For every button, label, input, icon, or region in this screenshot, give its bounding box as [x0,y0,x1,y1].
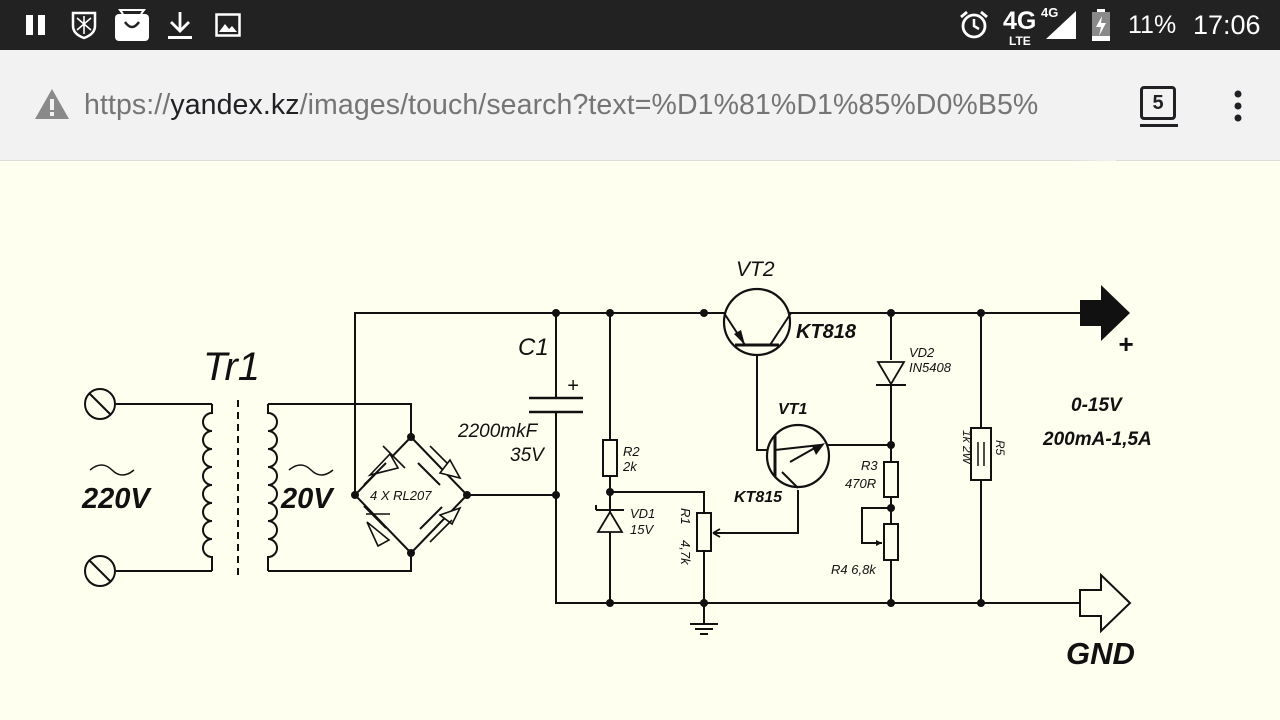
output-gnd-arrow [1079,572,1132,634]
pause-icon [22,0,50,50]
label-r4: R4 6,8k [831,562,877,577]
transistor-vt1 [765,423,831,489]
resistor-r3 [883,461,899,498]
ac-symbol-secondary [288,464,334,476]
tab-switcher-button[interactable]: 5 [1140,86,1176,120]
ground-symbol [690,623,718,635]
label-vd2-value: IN5408 [909,360,952,375]
label-out-current: 200mA-1,5A [1042,429,1152,450]
label-r1: R1 [678,508,693,525]
label-vd2: VD2 [909,345,935,360]
alarm-icon [958,0,990,50]
label-vt2: VT2 [736,258,775,281]
battery-charging-icon [1090,0,1112,50]
label-c1: C1 [518,334,549,361]
label-gnd: GND [1066,636,1135,671]
label-r5: R5 [993,440,1007,456]
resistor-r5 [970,427,992,481]
ac-symbol-primary [89,464,135,476]
label-r1-value: 4,7k [678,540,693,566]
label-tr1: Tr1 [203,345,260,389]
label-20v: 20V [280,483,335,515]
circuit-schematic: Tr1 220V 20V 4 X RL207 C1 + 2200mkF 35V … [81,258,1152,671]
label-out-plus: + [1118,329,1133,359]
network-small: 4G [1041,5,1059,20]
bridge-diodes [366,445,462,548]
label-r3-value: 470R [845,476,876,491]
transistor-vt2 [722,287,792,357]
menu-icon[interactable] [1230,89,1246,125]
network-type: 4G [1003,7,1037,35]
network-sub: LTE [1009,34,1031,48]
diode-vd2 [876,361,906,386]
battery-percent: 11% [1128,11,1177,39]
url-domain: yandex.kz [170,89,300,121]
label-vt1: VT1 [778,401,807,418]
potentiometer-r1 [696,512,727,552]
bridge-diode-4 [438,506,462,526]
url-field[interactable]: https://yandex.kz/images/touch/search?te… [84,50,1116,160]
schematic-wires [116,312,1080,624]
label-out-range: 0-15V [1071,395,1123,416]
label-r3: R3 [861,458,878,473]
label-c1-voltage: 35V [510,445,546,466]
resistor-r2 [602,439,618,477]
shield-icon [68,0,100,50]
clock: 17:06 [1193,10,1261,40]
output-positive-arrow [1080,285,1130,341]
label-220v: 220V [81,483,152,515]
junction-dots [351,309,985,607]
bridge-diode-2 [438,458,462,480]
label-c1-plus: + [567,375,579,397]
label-c1-value: 2200mkF [457,421,539,442]
zener-vd1 [595,505,624,533]
warning-icon[interactable] [34,87,70,126]
url-prefix: https:// [84,89,171,121]
status-bar: 4G LTE 4G 11% 17:06 [0,0,1280,50]
label-vd1: VD1 [630,506,655,521]
url-path: /images/touch/search?text=%D1%81%D1%85%D… [299,89,1039,121]
browser-toolbar: https://yandex.kz/images/touch/search?te… [0,50,1280,200]
resistor-r4 [876,523,899,561]
input-terminal-bottom [84,555,116,587]
input-terminal-top [84,388,116,420]
signal-icon [1044,0,1078,50]
capacitor-c1 [529,396,583,414]
download-icon [166,0,194,50]
label-vt2-type: KT818 [796,321,857,343]
image-icon [214,0,242,50]
label-vt1-type: KT815 [734,489,783,506]
tab-switcher-underline [1140,124,1178,127]
label-r2: R2 [623,444,640,459]
bridge-diode-3 [366,521,391,548]
label-r2-value: 2k [622,459,638,474]
label-bridge: 4 X RL207 [370,488,432,503]
shopping-bag-icon [114,0,150,50]
bridge-diode-bars [363,462,443,530]
label-vd1-value: 15V [630,522,654,537]
label-r5-value: 1k 2W [960,430,974,466]
page-content: Tr1 220V 20V 4 X RL207 C1 + 2200mkF 35V … [0,161,1280,720]
